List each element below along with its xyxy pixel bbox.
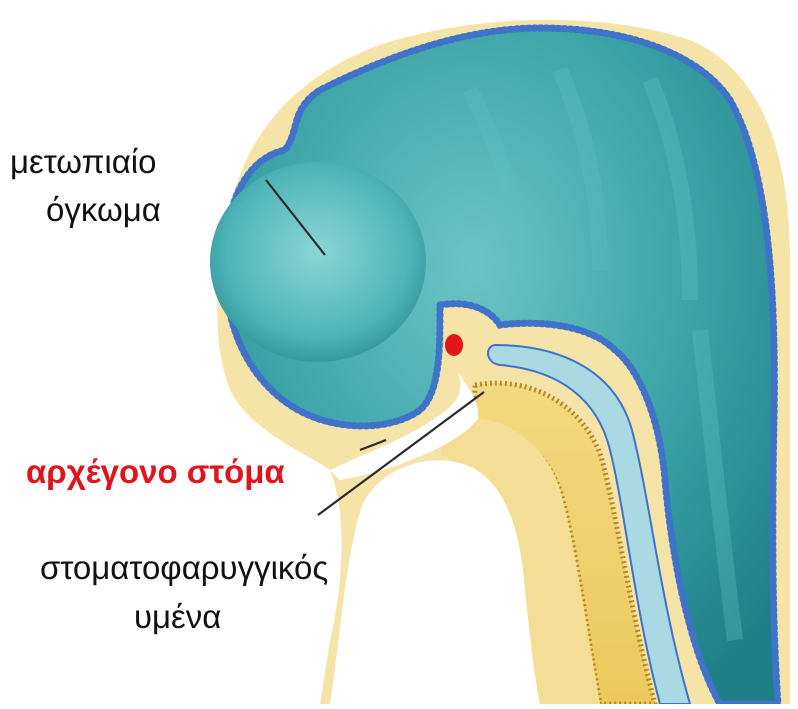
frontal-bulge: [210, 162, 426, 362]
primitive-mouth-label: αρχέγονο στόμα: [26, 452, 285, 492]
frontal-bulge-label-line2: όγκωμα: [46, 190, 161, 230]
membrane-label-line2: υμένα: [134, 597, 221, 637]
frontal-bulge-label-line1: μετωπιαίο: [10, 142, 156, 182]
primitive-mouth-marker: [445, 334, 463, 356]
membrane-label-line1: στοματοφαρυγγικός: [40, 548, 328, 588]
